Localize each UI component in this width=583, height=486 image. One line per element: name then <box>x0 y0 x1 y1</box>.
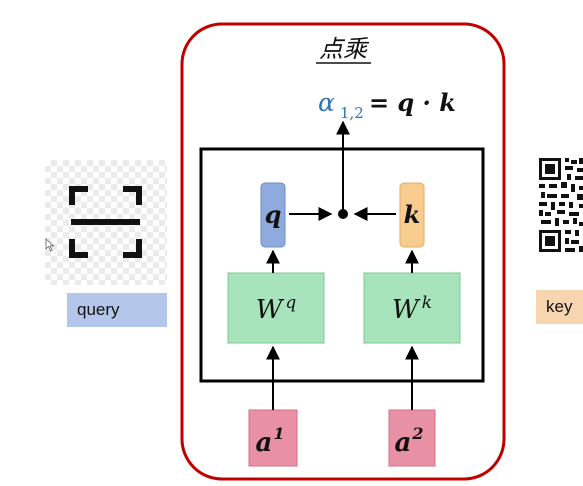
a2-label: a2 <box>395 424 424 458</box>
alpha-symbol: α <box>318 88 335 117</box>
alpha-subscript: 1,2 <box>340 104 364 122</box>
scan-widget[interactable] <box>45 160 167 285</box>
scan-frame-icon <box>69 186 142 258</box>
q-label: q <box>265 200 282 229</box>
diagram-title: 点乘 <box>319 35 370 63</box>
red-outer-frame <box>180 22 506 481</box>
wq-matrix-box <box>227 272 325 344</box>
alpha-formula: α 1,2 = q · k <box>318 88 456 122</box>
qr-code-icon[interactable] <box>539 158 583 254</box>
k-label: k <box>404 200 421 229</box>
a1-input-box <box>248 409 298 467</box>
a2-input-box <box>388 409 436 467</box>
mouse-cursor-icon <box>45 238 55 252</box>
a1-label: a1 <box>256 424 285 458</box>
query-label[interactable]: query <box>67 293 167 327</box>
wk-matrix-box <box>363 272 461 344</box>
formula-rhs: = q · k <box>369 88 456 117</box>
key-label[interactable]: key <box>536 290 583 324</box>
k-vector-box <box>399 182 425 248</box>
dot-operator <box>338 209 348 219</box>
q-vector-box <box>260 182 286 248</box>
